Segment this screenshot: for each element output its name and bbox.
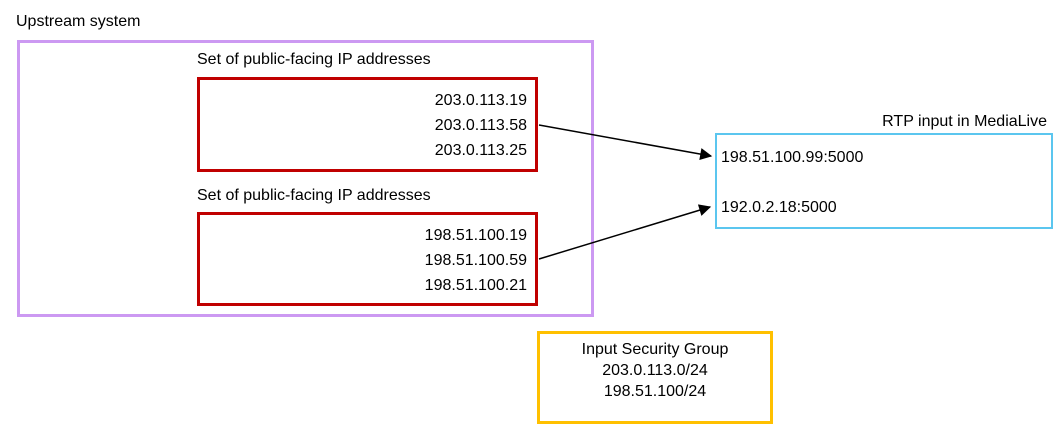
ip-address: 203.0.113.19 [434,92,527,109]
security-group-cidr: 203.0.113.0/24 [602,362,708,379]
rtp-input-box: 198.51.100.99:5000 192.0.2.18:5000 [715,133,1053,229]
upstream-system-label: Upstream system [16,13,141,30]
ip-address: 198.51.100.21 [424,277,527,294]
ip-set-1-title: Set of public-facing IP addresses [197,51,431,68]
security-group-cidr: 198.51.100/24 [603,383,707,400]
rtp-endpoint: 198.51.100.99:5000 [721,149,864,166]
ip-set-2-box: 198.51.100.19 198.51.100.59 198.51.100.2… [197,212,538,306]
input-security-group-title: Input Security Group [581,341,729,358]
ip-address: 198.51.100.19 [424,227,527,244]
input-security-group-box: Input Security Group 203.0.113.0/24 198.… [537,331,773,424]
ip-address: 203.0.113.25 [434,142,527,159]
rtp-input-title: RTP input in MediaLive [882,113,1047,130]
upstream-system-box [17,40,594,317]
ip-set-1-box: 203.0.113.19 203.0.113.58 203.0.113.25 [197,77,538,172]
ip-address: 198.51.100.59 [424,252,527,269]
ip-set-2-title: Set of public-facing IP addresses [197,187,431,204]
rtp-endpoint: 192.0.2.18:5000 [721,199,837,216]
ip-address: 203.0.113.58 [434,117,527,134]
